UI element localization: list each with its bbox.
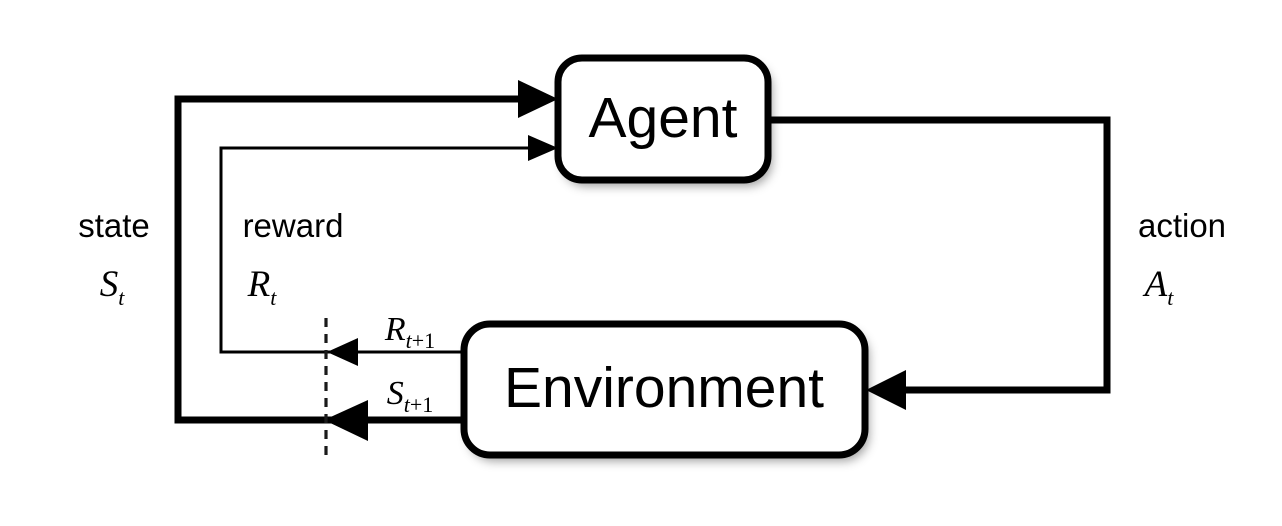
environment-box-shadow (464, 324, 865, 455)
edge-action (768, 116, 1111, 410)
state-next-arrowhead (324, 400, 368, 441)
state-next-base: S (387, 375, 404, 412)
action-arrowhead (866, 370, 906, 410)
state-feedback-arrowhead (518, 80, 558, 118)
reward-word-label: reward (243, 207, 344, 244)
reward-next-arrowhead (327, 338, 358, 366)
edge-state-next (324, 400, 464, 441)
label-state-next: St+1 (387, 375, 434, 417)
agent-box (554, 54, 772, 184)
state-symbol-base: S (100, 264, 119, 305)
action-word-label: action (1138, 207, 1226, 244)
reward-symbol-subscript: t (270, 285, 277, 310)
edge-reward-next (327, 338, 464, 366)
environment-box (460, 320, 869, 459)
reward-next-sub-num: +1 (412, 328, 435, 353)
reward-symbol-label: Rt (247, 264, 278, 310)
state-next-sub-num: +1 (410, 392, 433, 417)
state-feedback-line (174, 95, 530, 424)
reward-next-sub-var: t (406, 328, 413, 353)
environment-label: Environment (504, 356, 824, 420)
label-action: action At (1138, 207, 1226, 310)
edge-reward-feedback (219, 135, 558, 354)
reward-feedback-line (219, 146, 536, 354)
label-state-feedback: state St (78, 207, 150, 310)
reward-next-symbol-label: Rt+1 (384, 311, 435, 353)
agent-box-shadow (558, 58, 768, 180)
reward-next-base: R (384, 311, 406, 348)
reward-symbol-base: R (247, 264, 271, 305)
state-word-label: state (78, 207, 150, 244)
state-next-symbol-label: St+1 (387, 375, 434, 417)
node-agent[interactable]: Agent (554, 54, 772, 184)
edge-state-feedback (174, 80, 558, 424)
reward-feedback-arrowhead (528, 135, 558, 161)
action-symbol-base: A (1142, 264, 1168, 305)
state-symbol-subscript: t (118, 285, 125, 310)
label-reward-next: Rt+1 (384, 311, 435, 353)
action-symbol-subscript: t (1167, 285, 1174, 310)
agent-label: Agent (589, 86, 738, 150)
node-environment[interactable]: Environment (460, 320, 869, 459)
action-line (768, 116, 1111, 394)
label-reward-feedback: reward Rt (243, 207, 344, 310)
state-next-sub-var: t (404, 392, 411, 417)
action-symbol-label: At (1142, 264, 1175, 310)
state-symbol-label: St (100, 264, 126, 310)
